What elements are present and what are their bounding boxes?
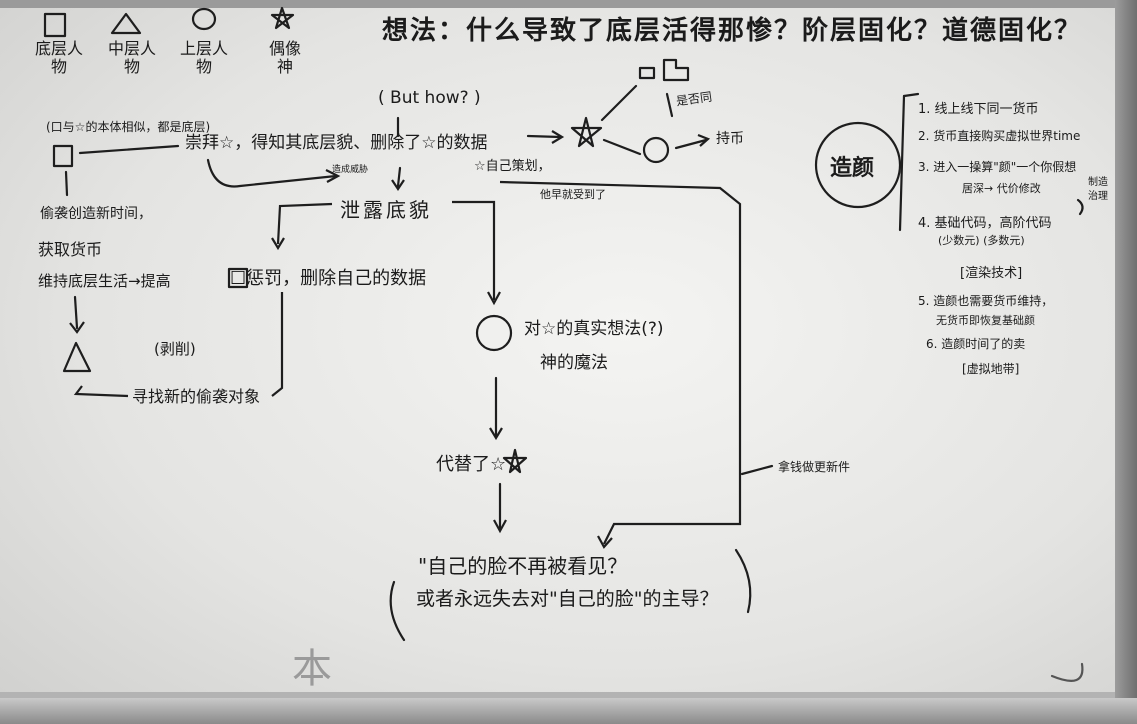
right-side-note: 制造 治理 [1088, 177, 1108, 202]
left-earn-coin: 获取货币 [38, 240, 103, 259]
left-spend-time: 偷袭创造新时间， [40, 206, 152, 222]
square-to-worship-line [78, 144, 180, 155]
star-node [570, 116, 603, 148]
right-item-3: 3. 进入一操算"颜"一个你假想 [918, 160, 1077, 174]
face-icon [642, 136, 670, 164]
right-item-5b: 无货币即恢复基础颜 [936, 314, 1035, 327]
replace-star-text: 代替了☆ [436, 454, 507, 475]
was-reported-text: 他早就受到了 [540, 188, 606, 201]
legend-label-bottom: 底层人物 [34, 39, 83, 76]
left-maintain: 维持底层生活→提高 [38, 272, 171, 290]
triangle-node [62, 341, 92, 373]
makeup-heading: 造颜 [830, 156, 875, 181]
peek-bottom-text: 泄露底貌 [340, 198, 432, 222]
right-item-6b: [虚拟地带] [962, 362, 1020, 376]
left-find-new: 寻找新的偷袭对象 [132, 387, 261, 406]
legend-label-idol: 偶像 神 [268, 39, 301, 76]
reflect-line-2: 或者永远失去对"自己的脸"的主导？ [416, 588, 719, 610]
self-plan-text: ☆自己策划， [474, 159, 551, 174]
makeup-circle [814, 121, 902, 209]
reflect-line-1: "自己的脸不再被看见？ [418, 554, 628, 578]
god-circle-node [475, 314, 513, 352]
right-item-2: 2. 货币直接购买虚拟世界time [918, 129, 1081, 143]
worship-text: 崇拜☆，得知其底层貌、删除了☆的数据 [185, 133, 488, 153]
building-icon [638, 58, 690, 82]
square-node [52, 144, 74, 168]
right-item-1: 1. 线上线下同一货币 [918, 102, 1039, 117]
triangle-icon [110, 12, 142, 35]
board-frame-bottom [0, 698, 1137, 724]
right-item-4: 4. 基础代码，高阶代码 [918, 216, 1052, 231]
board-frame-top [0, 0, 1137, 8]
right-item-4c: [渲染技术] [960, 266, 1023, 281]
take-money-text: 拿钱做更新件 [778, 460, 851, 474]
legend-label-upper: 上层人物 [180, 39, 229, 76]
punish-text: ☐惩罚，删除自己的数据 [230, 268, 427, 289]
square-icon [43, 12, 67, 38]
true-face-text: 对☆的真实想法(?) [524, 319, 664, 339]
circle-icon [191, 7, 217, 31]
marker-tray [0, 692, 1115, 698]
right-item-5: 5. 造颜也需要货币维持， [918, 294, 1054, 308]
right-item-4b: (少数元) (多数元) [938, 234, 1025, 247]
right-item-6: 6. 造颜时间了的卖 [926, 337, 1026, 351]
board-title: 想法：什么导致了底层活得那惨？阶层固化？道德固化？ [382, 16, 1083, 46]
left-note: (口与☆的本体相似，都是底层) [46, 120, 211, 134]
star-icon [270, 6, 295, 30]
faint-mark: 本 [292, 646, 332, 692]
right-item-3b: 居深→ 代价修改 [962, 182, 1041, 195]
money-text: 持币 [716, 131, 744, 147]
left-exploit-note: (剥削) [154, 340, 196, 358]
god-look-text: 神的魔法 [540, 353, 608, 373]
legend-label-middle: 中层人物 [108, 39, 157, 76]
but-how: ( But how? ) [378, 88, 481, 108]
accomplice-text: 造成威胁 [332, 165, 369, 175]
board-frame-right [1115, 0, 1137, 724]
